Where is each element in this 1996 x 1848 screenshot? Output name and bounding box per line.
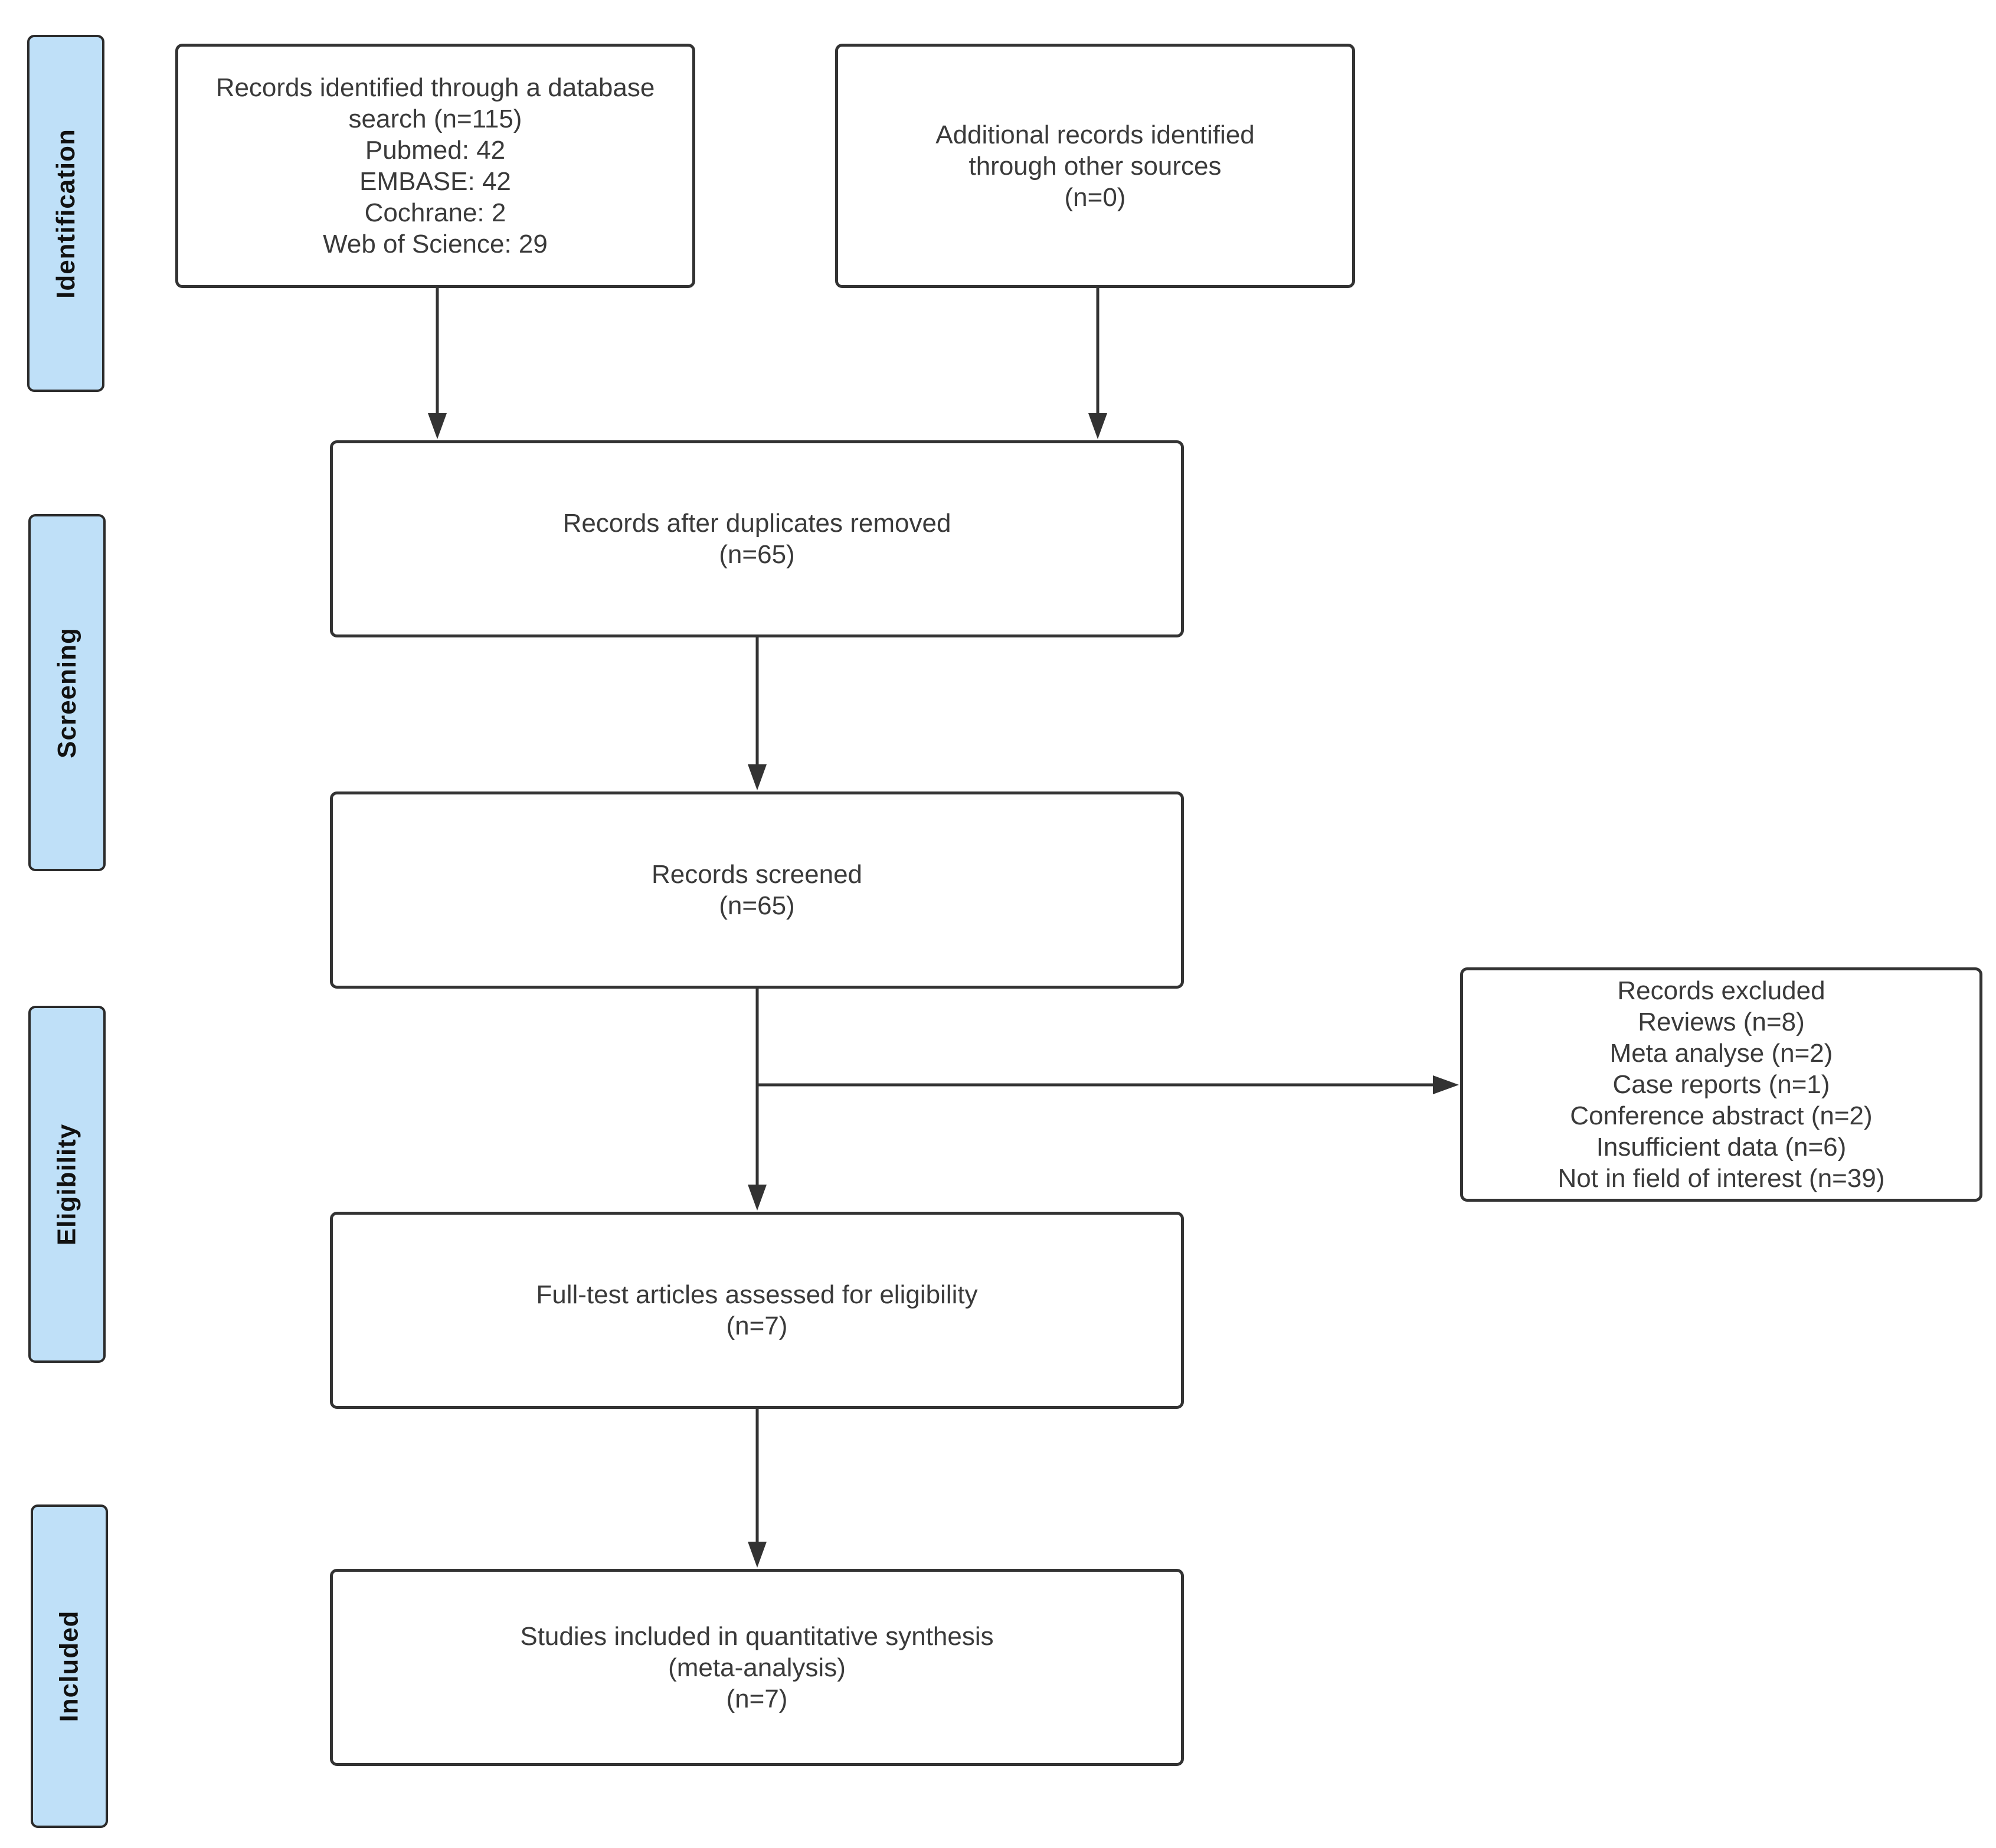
screened-line-2: (n=65) xyxy=(719,891,795,920)
database-search-line-1: Records identified through a database xyxy=(215,73,655,102)
other-sources-line-3: (n=0) xyxy=(1064,182,1126,212)
stage-identification: Identification xyxy=(27,35,104,392)
arrowhead-duplicates-to-screened xyxy=(748,764,767,790)
excluded-line-6: Insufficient data (n=6) xyxy=(1596,1133,1847,1162)
excluded-line-7: Not in field of interest (n=39) xyxy=(1557,1164,1885,1193)
duplicates-removed-line-1: Records after duplicates removed xyxy=(562,509,951,538)
screened-box: Records screened (n=65) xyxy=(330,791,1184,989)
duplicates-removed-box: Records after duplicates removed (n=65) xyxy=(330,440,1184,637)
database-search-box: Records identified through a database se… xyxy=(175,44,695,288)
excluded-line-5: Conference abstract (n=2) xyxy=(1570,1101,1873,1130)
records-excluded-box: Records excluded Reviews (n=8) Meta anal… xyxy=(1460,967,1982,1202)
excluded-line-1: Records excluded xyxy=(1617,976,1825,1005)
database-search-line-3: Pubmed: 42 xyxy=(365,136,506,165)
database-search-line-2: search (n=115) xyxy=(348,104,522,133)
other-sources-line-1: Additional records identified xyxy=(935,120,1255,149)
full-text-line-1: Full-test articles assessed for eligibil… xyxy=(536,1280,978,1309)
other-sources-line-2: through other sources xyxy=(968,151,1222,181)
stage-screening: Screening xyxy=(28,514,106,871)
other-sources-box: Additional records identified through ot… xyxy=(835,44,1355,288)
stage-eligibility: Eligibility xyxy=(28,1006,106,1363)
excluded-line-4: Case reports (n=1) xyxy=(1612,1070,1830,1099)
excluded-line-3: Meta analyse (n=2) xyxy=(1609,1039,1833,1068)
included-line-3: (n=7) xyxy=(726,1684,788,1713)
stage-included: Included xyxy=(31,1504,108,1828)
arrowhead-database-to-duplicates xyxy=(428,413,447,439)
included-studies-box: Studies included in quantitative synthes… xyxy=(330,1569,1184,1766)
arrowhead-screened-to-fulltext xyxy=(748,1185,767,1211)
arrowhead-other-to-duplicates xyxy=(1088,413,1107,439)
screened-line-1: Records screened xyxy=(651,860,863,889)
database-search-line-4: EMBASE: 42 xyxy=(359,167,511,196)
database-search-line-5: Cochrane: 2 xyxy=(364,198,506,227)
included-line-2: (meta-analysis) xyxy=(668,1653,846,1682)
included-line-1: Studies included in quantitative synthes… xyxy=(520,1621,994,1651)
duplicates-removed-line-2: (n=65) xyxy=(719,540,795,569)
full-text-line-2: (n=7) xyxy=(726,1311,788,1340)
full-text-box: Full-test articles assessed for eligibil… xyxy=(330,1212,1184,1409)
arrowhead-branch-to-excluded xyxy=(1433,1075,1459,1094)
excluded-line-2: Reviews (n=8) xyxy=(1638,1008,1805,1036)
database-search-line-6: Web of Science: 29 xyxy=(323,230,548,259)
arrowhead-fulltext-to-included xyxy=(748,1542,767,1568)
